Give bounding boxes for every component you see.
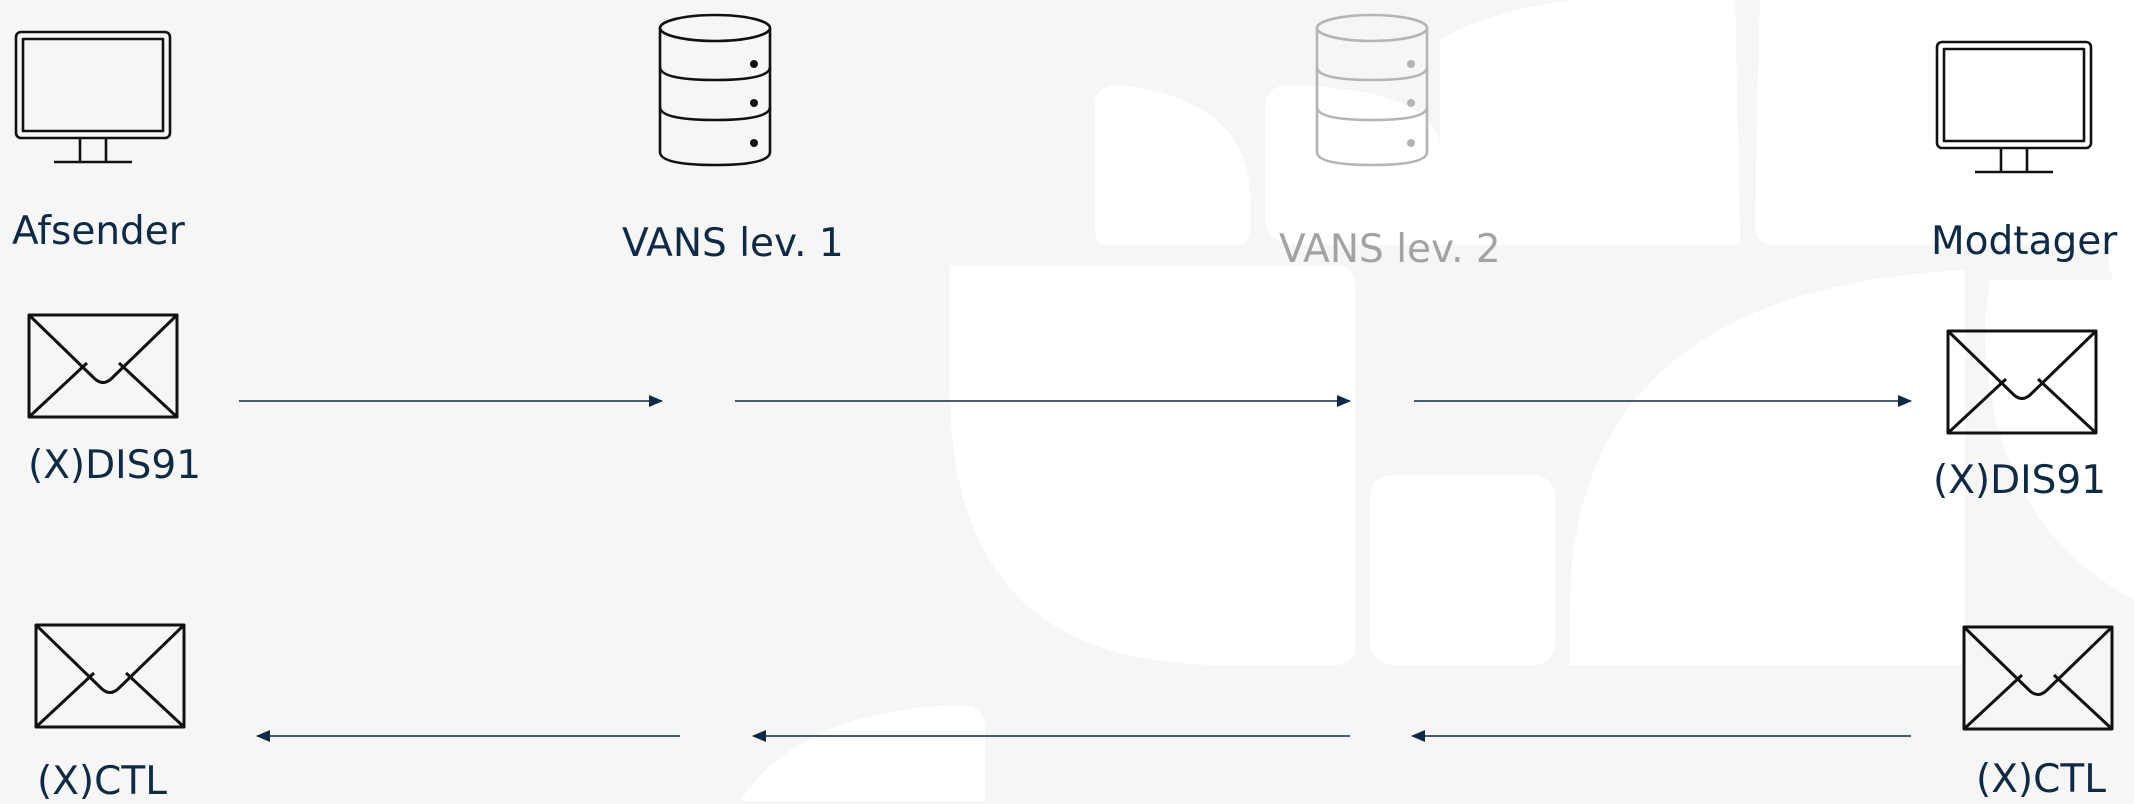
envelope-icon: [27, 313, 179, 419]
vans2-label: VANS lev. 2: [1279, 227, 1501, 272]
vans1-label: VANS lev. 1: [622, 221, 844, 266]
database-icon: [658, 13, 772, 167]
receiver-label: Modtager: [1931, 219, 2118, 264]
envelope-icon: [34, 623, 186, 729]
monitor-icon: [1935, 40, 2093, 174]
sender-label: Afsender: [12, 209, 185, 254]
sender-dis91-label: (X)DIS91: [28, 443, 202, 488]
database-icon: [1315, 13, 1429, 167]
monitor-icon: [14, 30, 172, 164]
sender-ctl-label: (X)CTL: [37, 759, 167, 804]
receiver-dis91-label: (X)DIS91: [1933, 458, 2107, 503]
envelope-icon: [1946, 329, 2098, 435]
envelope-icon: [1962, 625, 2114, 731]
receiver-ctl-label: (X)CTL: [1976, 757, 2106, 802]
